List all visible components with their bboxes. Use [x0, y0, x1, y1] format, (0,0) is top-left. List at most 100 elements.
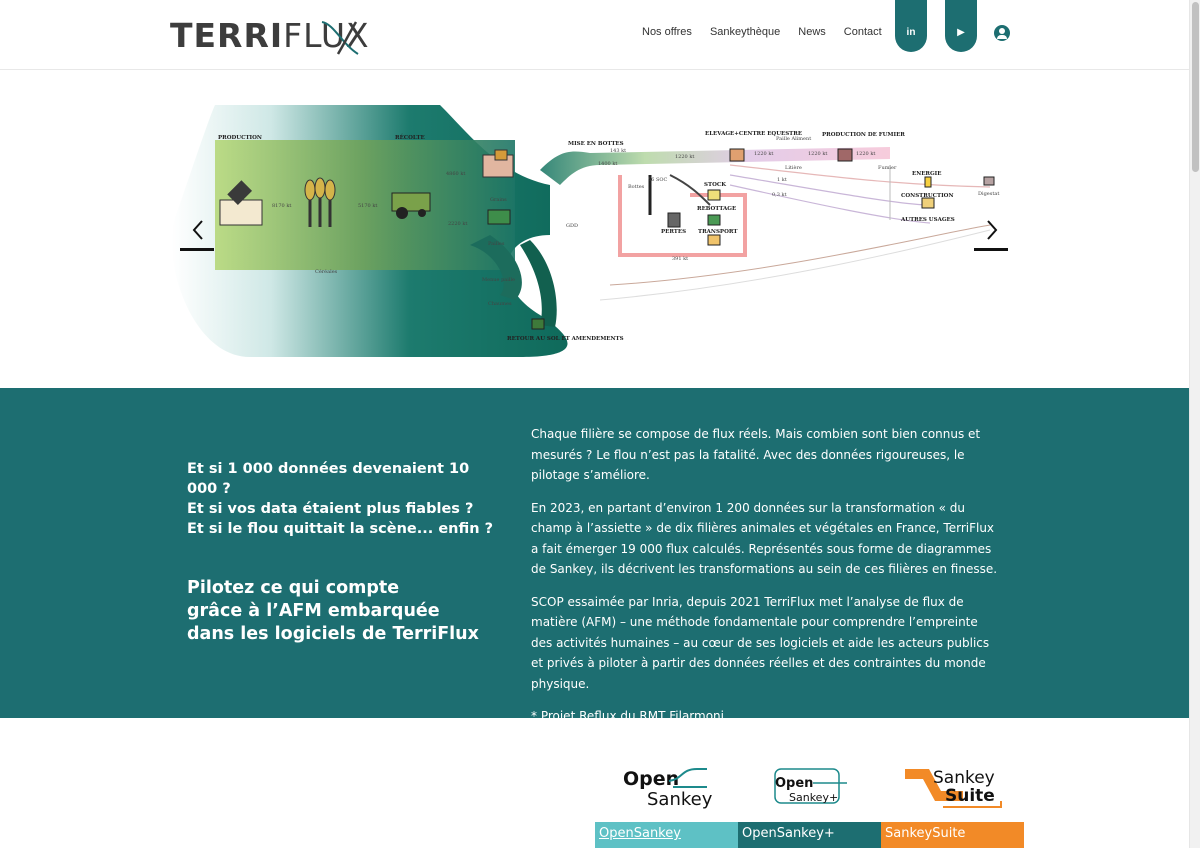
sankeysuite-logo-graphic: Sankey Suite	[905, 768, 1002, 808]
value-1400: 1400 kt	[598, 161, 617, 167]
question-line: Et si vos data étaient plus fiables ?	[187, 501, 474, 517]
youtube-button[interactable]: ▶	[945, 0, 977, 52]
fumier-icon	[837, 148, 853, 162]
label-litiere: Litière	[785, 164, 802, 171]
sankeysuite-logo-line1: Sankey	[933, 768, 995, 788]
label-transport: TRANSPORT	[698, 229, 738, 235]
label-energie: ENERGIE	[912, 171, 941, 177]
harvester-icon	[391, 192, 431, 219]
questions-block: Et si 1 000 données devenaient 10 000 ? …	[187, 459, 497, 539]
linkedin-icon: in	[906, 27, 916, 38]
reflux-link[interactable]: Reflux	[579, 709, 617, 723]
value-1220d: 1220 kt	[856, 151, 875, 157]
nav-nos-offres[interactable]: Nos offres	[642, 26, 692, 38]
pilot-line: grâce à l’AFM embarquée	[187, 601, 440, 621]
retour-sol-icon	[531, 318, 545, 330]
wheat-icon	[304, 177, 336, 227]
main-nav: Nos offres Sankeythèque News Contact	[642, 26, 882, 38]
nav-news[interactable]: News	[798, 26, 826, 38]
linkedin-button[interactable]: in	[895, 0, 927, 52]
pilot-line: Pilotez ce qui compte	[187, 578, 400, 598]
value-1220a: 1220 kt	[675, 154, 694, 160]
intro-body: Chaque filière se compose de flux réels.…	[531, 424, 1001, 739]
hero-slider: PRODUCTION RÉCOLTE MISE EN BOTTES ELEVAG…	[170, 95, 1010, 365]
label-rebottage: REBOTTAGE	[697, 206, 736, 212]
value-1220b: 1220 kt	[754, 151, 773, 157]
opensankey-logo-line2: Sankey	[647, 789, 713, 810]
footnote-middle: du	[616, 709, 640, 723]
value-143: 143 kt	[610, 148, 626, 154]
chevron-left-icon	[192, 220, 203, 240]
elevage-icon	[729, 148, 745, 162]
label-grains: Grains	[490, 197, 507, 203]
opensankey-plus-logo[interactable]: Open Sankey+	[773, 761, 853, 811]
sankey-chaumes-flow	[470, 235, 522, 300]
intro-paragraph: Chaque filière se compose de flux réels.…	[531, 427, 981, 482]
value-1220c: 1220 kt	[808, 151, 827, 157]
question-line: Et si 1 000 données devenaient 10 000 ?	[187, 461, 470, 497]
digestat-icon	[983, 176, 995, 186]
label-elevage: ELEVAGE+CENTRE EQUESTRE	[705, 131, 802, 137]
label-stock: STOCK	[704, 182, 726, 188]
user-account-icon[interactable]	[994, 25, 1010, 41]
rmt-filarmoni-link[interactable]: RMT Filarmoni	[639, 709, 724, 723]
pilot-heading: Pilotez ce qui compte grâce à l’AFM emba…	[187, 577, 507, 646]
sankey-loop-flow	[618, 175, 747, 257]
label-autres-usages: AUTRES USAGES	[900, 217, 955, 223]
sankeysuite-logo-line2: Suite	[945, 786, 995, 806]
label-retour-sol: RETOUR AU SOL ET AMENDEMENTS	[507, 336, 624, 342]
sankeysuite-logo[interactable]: Sankey Suite	[903, 761, 1003, 811]
value-8170: 8170 kt	[272, 203, 291, 209]
label-gdd: GDD	[566, 223, 578, 229]
slider-next-button[interactable]	[974, 215, 1010, 251]
product-tabs: OpenSankey OpenSankey+ SankeySuite	[595, 822, 1024, 848]
pilot-line: dans les logiciels de TerriFlux	[187, 624, 479, 644]
stock-icon	[707, 189, 721, 201]
opensankey-plus-logo-line2: Sankey+	[789, 791, 838, 804]
sankey-field-band	[215, 140, 515, 270]
bale-icon	[487, 209, 511, 225]
page-scrollbar[interactable]	[1189, 0, 1200, 848]
label-construction: CONSTRUCTION	[901, 193, 954, 199]
slider-prev-underline	[180, 248, 214, 251]
terriflux-logo[interactable]: TERRIFLUX	[170, 14, 369, 58]
label-chaumes: Chaumes	[488, 301, 512, 307]
seedling-icon	[219, 180, 263, 226]
tab-sankeysuite[interactable]: SankeySuite	[881, 822, 1024, 848]
tab-opensankey[interactable]: OpenSankey	[595, 822, 738, 848]
opensankey-logo-line1: Open	[623, 768, 679, 790]
footnote: * Projet Reflux du RMT Filarmoni	[531, 706, 1001, 727]
label-menue-paille: Menue paille	[482, 277, 515, 283]
transport-icon	[707, 234, 721, 246]
label-digestat: Digestat	[978, 191, 999, 197]
value-56soc: 56 SOC	[648, 177, 667, 183]
nav-sankeytheque[interactable]: Sankeythèque	[709, 26, 781, 38]
label-cereales: Céréales	[315, 268, 338, 275]
opensankey-logo[interactable]: Open Sankey	[623, 761, 713, 811]
energy-icon	[924, 176, 932, 188]
value-2220: 2220 kt	[448, 221, 467, 227]
intro-section: Et si 1 000 données devenaient 10 000 ? …	[0, 388, 1189, 723]
opensankey-logo-graphic: Open Sankey	[623, 768, 713, 810]
tab-opensankey-plus[interactable]: OpenSankey+	[738, 822, 881, 848]
label-fumier: Fumier	[878, 165, 897, 171]
value-1kt: 1 kt	[777, 177, 787, 183]
label-production: PRODUCTION	[218, 135, 262, 141]
silo-icon	[482, 149, 514, 178]
opensankey-plus-logo-line1: Open	[775, 776, 813, 791]
chevron-right-icon	[987, 220, 998, 240]
label-recolte: RÉCOLTE	[395, 133, 425, 141]
label-production-fumier: PRODUCTION DE FUMIER	[822, 132, 905, 138]
scrollbar-thumb[interactable]	[1192, 2, 1199, 172]
intro-paragraph: En 2023, en partant d’environ 1 200 donn…	[531, 500, 998, 577]
youtube-icon: ▶	[957, 27, 965, 38]
intro-paragraph: SCOP essaimée par Inria, depuis 2021 Ter…	[531, 594, 990, 691]
nav-contact[interactable]: Contact	[843, 26, 882, 38]
construction-icon	[921, 197, 935, 209]
slider-prev-button[interactable]	[180, 215, 216, 251]
sankey-diagram: PRODUCTION RÉCOLTE MISE EN BOTTES ELEVAG…	[171, 105, 999, 357]
label-pailles: Pailles	[488, 241, 505, 247]
site-header: TERRIFLUX Nos offres Sankeythèque News C…	[0, 0, 1189, 70]
value-4860: 4860 kt	[446, 171, 465, 177]
rebottage-icon	[707, 214, 721, 226]
